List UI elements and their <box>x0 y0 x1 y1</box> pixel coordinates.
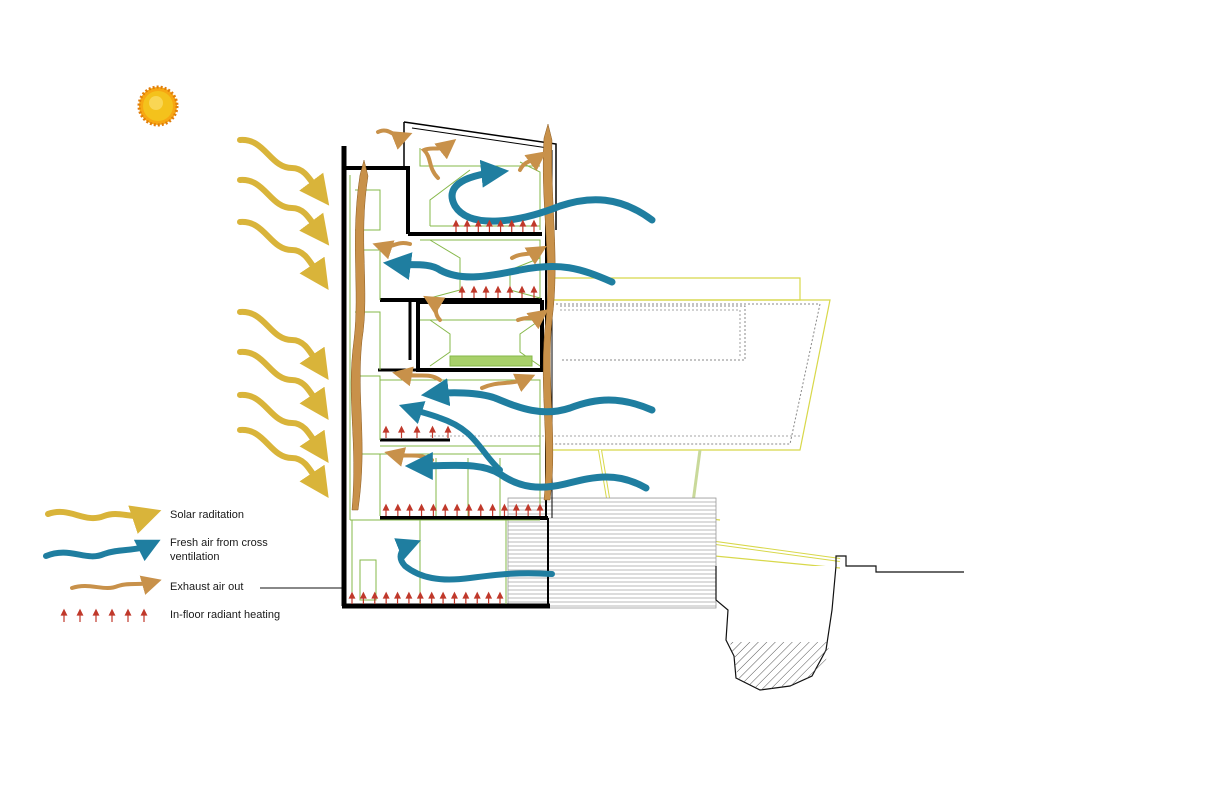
legend-item-heating: In-floor radiant heating <box>62 609 281 622</box>
solar-arrow-icon <box>240 395 322 453</box>
legend-label-heating: In-floor radiant heating <box>170 609 280 621</box>
exhaust-arrow-icon <box>392 454 432 460</box>
heating-arrow-icon <box>361 593 366 604</box>
solar-arrow-icon <box>240 312 322 370</box>
heating-arrow-icon <box>498 593 503 604</box>
heating-arrow-icon <box>126 610 131 622</box>
fresh-air-arrow-icon <box>46 544 152 556</box>
heating-arrow-icon <box>384 505 389 516</box>
heating-arrow-icon <box>502 505 507 516</box>
heating-arrow-icon <box>532 221 537 232</box>
heating-arrow-icon <box>384 427 389 438</box>
solar-arrow-icon <box>240 140 322 196</box>
ground-section <box>260 498 964 690</box>
heating-arrow-icon <box>418 593 423 604</box>
heating-arrow-icon <box>478 505 483 516</box>
legend-item-exhaust: Exhaust air out <box>72 581 243 593</box>
heating-arrow-icon <box>520 221 525 232</box>
heating-arrow-icon <box>110 610 115 622</box>
heating-arrow-icon <box>463 593 468 604</box>
fresh-air-arrow-icon <box>432 393 652 412</box>
heating-arrow-icon <box>415 427 420 438</box>
exhaust-arrow-icon <box>378 130 405 136</box>
heating-arrow-icon <box>62 610 147 622</box>
heating-arrow-icon <box>407 505 412 516</box>
heating-arrow-icon <box>384 593 389 604</box>
heating-arrow-icon <box>94 610 99 622</box>
fresh-air-arrow-icon <box>416 465 646 488</box>
heating-arrow-icon <box>443 505 448 516</box>
exhaust-arrow-icon <box>380 243 410 247</box>
heating-arrow-icon <box>399 427 404 438</box>
exhaust-arrow-icon <box>400 374 440 380</box>
solar-arrow-icon <box>48 512 150 518</box>
solar-arrow-icon <box>240 352 322 410</box>
heating-arrow-icon <box>520 287 525 298</box>
heating-arrow-icon <box>452 593 457 604</box>
legend: Solar raditation Fresh air from cross ve… <box>46 509 280 622</box>
heating-arrow-icon <box>419 505 424 516</box>
heating-arrow-icon <box>429 593 434 604</box>
exhaust-arrow-icon <box>72 582 154 588</box>
heating-arrow-icon <box>490 505 495 516</box>
heating-arrow-icon <box>475 593 480 604</box>
heating-arrow-icon <box>395 505 400 516</box>
exhaust-arrow-icon <box>520 156 540 170</box>
heating-arrow-icon <box>455 505 460 516</box>
legend-label-fresh-air-1: Fresh air from cross <box>170 537 268 549</box>
fresh-air-arrow-icon <box>394 264 612 282</box>
legend-item-solar: Solar raditation <box>48 509 244 521</box>
heating-arrow-icon <box>466 505 471 516</box>
heating-arrow-icon <box>406 593 411 604</box>
solar-radiation-arrows <box>240 140 322 488</box>
legend-label-solar: Solar raditation <box>170 509 244 521</box>
heating-arrow-icon <box>484 287 489 298</box>
legend-item-fresh-air: Fresh air from cross ventilation <box>46 537 268 563</box>
heating-arrow-icon <box>441 593 446 604</box>
solar-arrow-icon <box>240 222 322 280</box>
heating-arrow-icon <box>454 221 459 232</box>
heating-arrow-icon <box>508 287 513 298</box>
heating-arrow-icon <box>486 593 491 604</box>
heating-arrow-icon <box>142 610 147 622</box>
sun-icon <box>139 87 177 125</box>
exhaust-arrow-icon <box>424 144 450 178</box>
heating-arrow-icon <box>62 610 67 622</box>
exhaust-arrow-icon <box>518 314 542 320</box>
heating-arrow-icon <box>350 593 355 604</box>
heating-arrow-icon <box>395 593 400 604</box>
heating-arrow-icon <box>372 593 377 604</box>
heating-arrow-icon <box>465 221 470 232</box>
legend-label-fresh-air-2: ventilation <box>170 551 220 563</box>
heating-arrow-icon <box>431 505 436 516</box>
heating-arrow-icon <box>78 610 83 622</box>
exhaust-arrow-icon <box>512 250 540 258</box>
solar-arrow-icon <box>240 180 322 236</box>
legend-label-exhaust: Exhaust air out <box>170 581 243 593</box>
heating-arrow-icon <box>496 287 501 298</box>
heating-arrow-icon <box>472 287 477 298</box>
